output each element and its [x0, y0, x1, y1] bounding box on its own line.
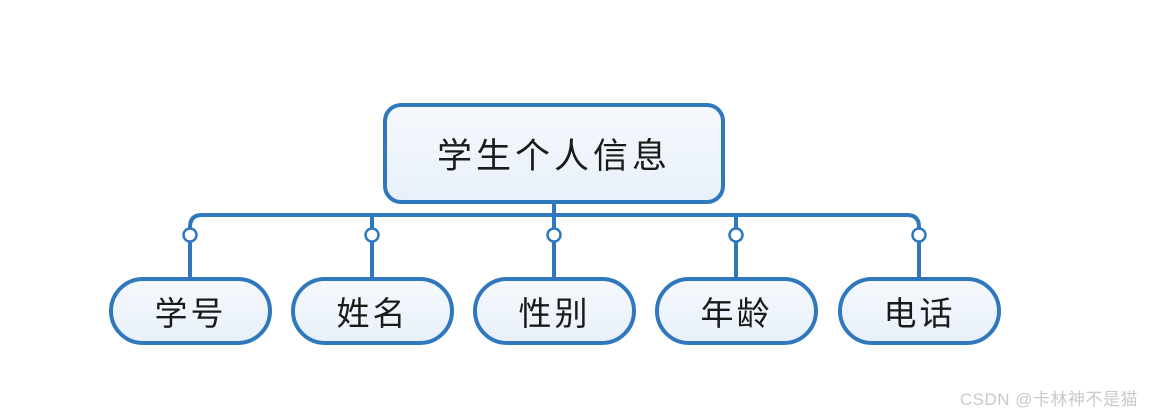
node-child-student-id[interactable]: 学号	[109, 277, 272, 345]
node-root[interactable]: 学生个人信息	[383, 103, 725, 204]
node-child-gender[interactable]: 性别	[473, 277, 636, 345]
collapse-dot-5[interactable]	[911, 227, 927, 243]
collapse-dot-3[interactable]	[546, 227, 562, 243]
node-child-age[interactable]: 年龄	[655, 277, 818, 345]
node-child-name[interactable]: 姓名	[291, 277, 454, 345]
node-child-label: 姓名	[336, 295, 409, 332]
collapse-dot-4[interactable]	[728, 227, 744, 243]
branch-rail	[188, 213, 921, 277]
watermark: CSDN @卡林神不是猫	[959, 390, 1138, 409]
node-child-label: 性别	[518, 295, 591, 332]
node-child-label: 年龄	[700, 295, 773, 332]
node-child-phone[interactable]: 电话	[838, 277, 1001, 345]
node-child-label: 学号	[154, 295, 227, 332]
node-child-label: 电话	[883, 295, 956, 332]
collapse-dot-1[interactable]	[182, 227, 198, 243]
collapse-dot-2[interactable]	[364, 227, 380, 243]
node-root-label: 学生个人信息	[436, 137, 671, 176]
